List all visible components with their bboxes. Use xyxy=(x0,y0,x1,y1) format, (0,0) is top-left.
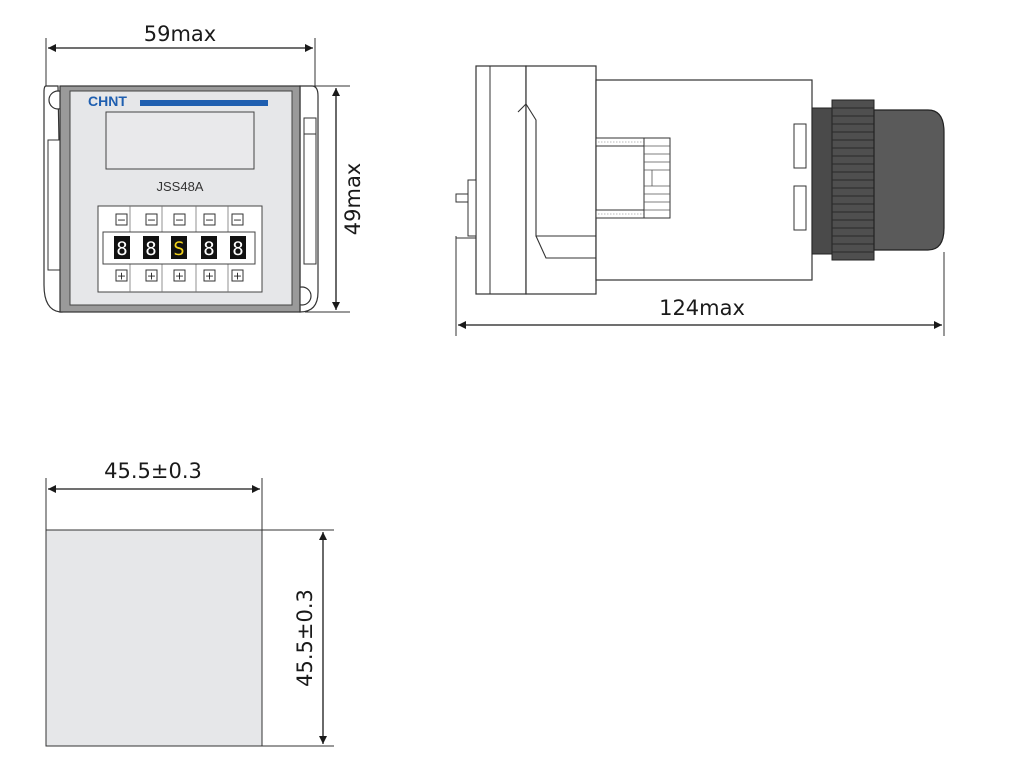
minus-symbol: − xyxy=(175,214,184,227)
digit-wheel-value: 8 xyxy=(203,238,214,260)
thumbwheel-switch-block: − − − − − 8 8 S 8 8 xyxy=(97,205,263,293)
cutout-width-dimension: 45.5±0.3 xyxy=(45,459,263,530)
model-label: JSS48A xyxy=(157,179,204,194)
display-window xyxy=(105,111,255,170)
front-height-label: 49max xyxy=(341,163,365,235)
cutout-height-dimension: 45.5±0.3 xyxy=(262,529,334,747)
side-clip xyxy=(525,65,597,295)
minus-button-icon[interactable] xyxy=(231,213,244,226)
minus-symbol: − xyxy=(147,214,156,227)
vent-slot xyxy=(793,185,807,231)
minus-symbol: − xyxy=(233,214,242,227)
minus-button-icon[interactable] xyxy=(145,213,158,226)
brand-stripe xyxy=(140,100,268,106)
digit-wheel[interactable] xyxy=(114,236,130,259)
minus-button-icon[interactable] xyxy=(203,213,216,226)
plus-symbol: + xyxy=(147,270,156,283)
plus-button-icon[interactable] xyxy=(115,269,128,282)
digit-wheel-value: 8 xyxy=(232,238,243,260)
digit-wheel[interactable] xyxy=(171,236,187,259)
digit-wheel-value: 8 xyxy=(145,238,156,260)
side-body xyxy=(595,79,813,281)
digit-wheels: 8 8 S 8 8 xyxy=(114,236,246,260)
cutout-width-label: 45.5±0.3 xyxy=(104,459,202,483)
plus-symbol: + xyxy=(175,270,184,283)
minus-button-icon[interactable] xyxy=(173,213,186,226)
digit-wheel-value: 8 xyxy=(116,238,127,260)
socket-neck xyxy=(811,107,833,255)
side-length-dimension: 124max xyxy=(455,236,945,336)
brand-logo: CHNT xyxy=(88,93,127,109)
digit-wheel[interactable] xyxy=(143,236,159,259)
cutout-height-label: 45.5±0.3 xyxy=(293,589,317,687)
side-length-label: 124max xyxy=(659,296,745,320)
plus-buttons: + + + + + xyxy=(115,269,244,283)
cutout-square xyxy=(45,529,263,747)
front-width-dimension: 59max xyxy=(45,22,316,92)
panel-cutout: 45.5±0.3 45.5±0.3 xyxy=(45,459,334,747)
side-bezel xyxy=(475,65,527,295)
minus-button-icon[interactable] xyxy=(115,213,128,226)
minus-symbol: − xyxy=(205,214,214,227)
plus-symbol: + xyxy=(233,270,242,283)
minus-buttons: − − − − − xyxy=(115,213,244,227)
digit-wheel[interactable] xyxy=(230,236,246,259)
knurled-socket xyxy=(831,99,875,261)
front-view: 59max 49max CHNT JSS48A xyxy=(43,22,365,313)
plus-button-icon[interactable] xyxy=(231,269,244,282)
side-view: 124max xyxy=(455,65,945,336)
front-width-label: 59max xyxy=(144,22,216,46)
plus-button-icon[interactable] xyxy=(203,269,216,282)
plus-button-icon[interactable] xyxy=(173,269,186,282)
spring-clamp xyxy=(595,137,671,219)
digit-wheel[interactable] xyxy=(201,236,217,259)
vent-slot xyxy=(793,123,807,169)
minus-symbol: − xyxy=(117,214,126,227)
plus-button-icon[interactable] xyxy=(145,269,158,282)
plus-symbol: + xyxy=(205,270,214,283)
plus-symbol: + xyxy=(117,270,126,283)
rear-cap xyxy=(873,109,945,251)
digit-wheel-value: S xyxy=(173,238,184,260)
front-height-dimension: 49max xyxy=(305,85,365,313)
